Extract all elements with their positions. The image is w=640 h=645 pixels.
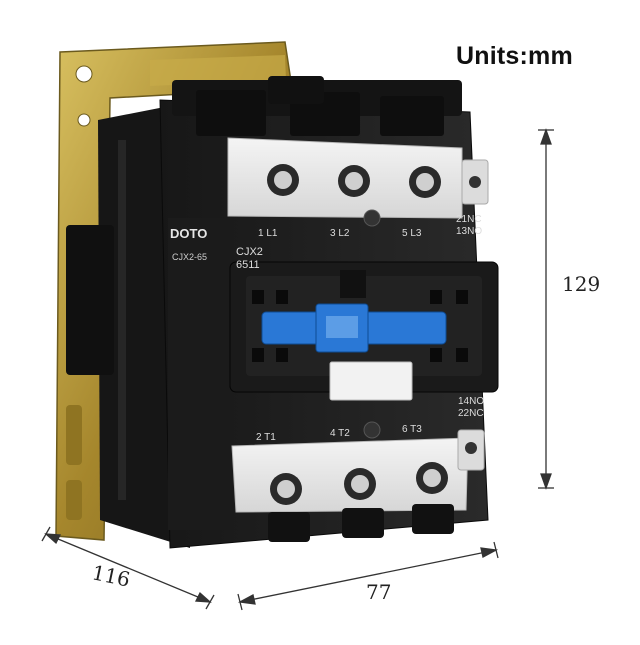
brand-label: DOTO (170, 226, 207, 241)
width-dimension: 77 (366, 580, 392, 604)
screw-icon (363, 421, 381, 439)
dimension-lines (41, 128, 554, 611)
aux-label-top-1: 21NC (456, 214, 482, 225)
side-model-label: CJX2-65 (172, 252, 207, 262)
bottom-terminal-block (231, 429, 485, 542)
aux-label-bottom-2: 22NC (458, 408, 484, 419)
model-line-1: CJX2 (236, 246, 263, 258)
aux-label-bottom-1: 14NO (458, 396, 484, 407)
terminal-label-top-2: 3 L2 (330, 228, 350, 239)
screw-icon (363, 209, 381, 227)
model-line-2: 6511 (236, 259, 260, 271)
terminal-label-top-1: 1 L1 (258, 228, 278, 239)
terminal-label-bottom-1: 2 T1 (256, 432, 276, 443)
units-label: Units:mm (456, 42, 573, 70)
terminal-label-top-3: 5 L3 (402, 228, 422, 239)
terminal-label-bottom-2: 4 T2 (330, 428, 350, 439)
height-dimension: 129 (562, 272, 601, 296)
actuator-panel (229, 261, 499, 401)
terminal-label-bottom-3: 6 T3 (402, 424, 422, 435)
top-terminal-block (227, 137, 489, 219)
aux-label-top-2: 13NO (456, 226, 482, 237)
